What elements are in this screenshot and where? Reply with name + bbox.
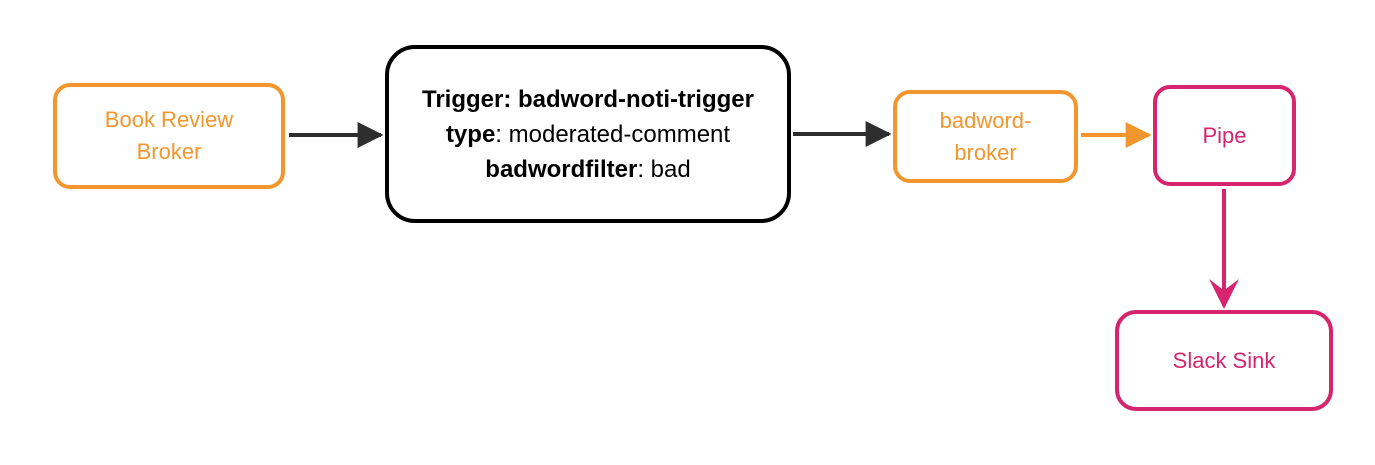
node-book-review-broker: Book Review Broker [53,83,285,189]
node-label: Book Review Broker [104,107,234,164]
node-label: badword- broker [939,107,1032,165]
node-pipe: Pipe [1153,85,1296,186]
node-badword-broker: badword- broker [893,90,1078,183]
node-trigger-spec: Trigger: badword-noti-trigger type: mode… [385,45,791,223]
node-slack-sink: Slack Sink [1115,310,1333,411]
trigger-line-name: Trigger: badword-noti-trigger [422,85,754,113]
trigger-line-filter: badwordfilter: bad [485,155,691,183]
trigger-line-type: type: moderated-comment [445,120,731,148]
node-label: Pipe [1202,122,1247,148]
node-label: Slack Sink [1172,347,1276,373]
